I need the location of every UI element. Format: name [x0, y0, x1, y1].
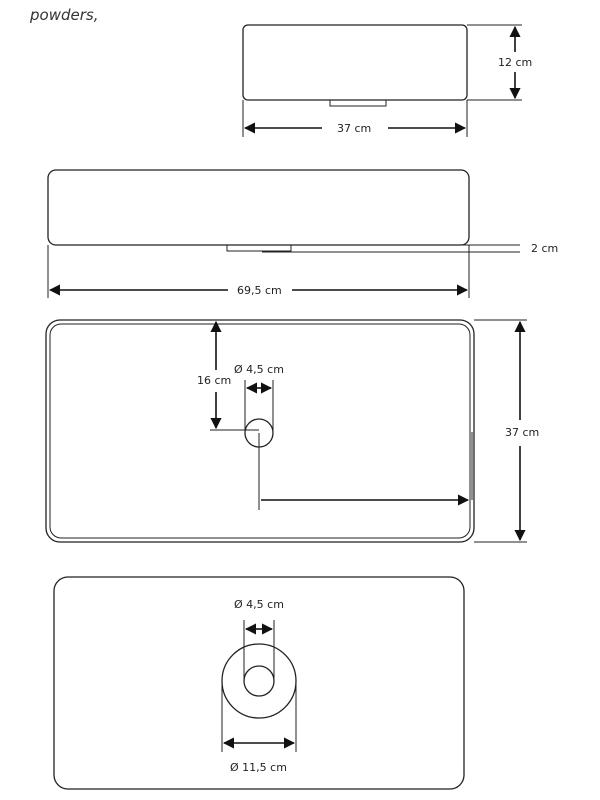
width-label: 37 cm	[337, 122, 371, 135]
hole-diameter-label: Ø 4,5 cm	[234, 363, 284, 376]
basin-top-outer	[45, 319, 475, 543]
drain-stub	[329, 100, 387, 107]
caption-text: powders,	[29, 6, 98, 24]
depth-label: 16 cm	[197, 374, 231, 387]
inner-diameter-label: Ø 4,5 cm	[234, 598, 284, 611]
side-view-large: 2 cm 69,5 cm	[47, 169, 558, 298]
height-label: 12 cm	[498, 56, 532, 69]
basin-top-inner	[49, 323, 471, 539]
drain-view: Ø 4,5 cm Ø 11,5 cm	[53, 576, 465, 790]
thickness-label: 2 cm	[531, 242, 558, 255]
drain-stub-large	[226, 245, 292, 252]
length-label: 69,5 cm	[237, 284, 282, 297]
drain-inner-hole	[243, 665, 275, 697]
basin-front-outline	[47, 169, 470, 246]
top-view: Ø 4,5 cm 16 cm 37 cm	[45, 319, 539, 543]
side-view-small: 12 cm 37 cm	[242, 24, 532, 137]
drain-outer-ring	[221, 643, 297, 719]
drain-plate-outline	[53, 576, 465, 790]
top-width-label: 37 cm	[505, 426, 539, 439]
outer-diameter-label: Ø 11,5 cm	[230, 761, 287, 774]
basin-side-outline	[242, 24, 468, 101]
